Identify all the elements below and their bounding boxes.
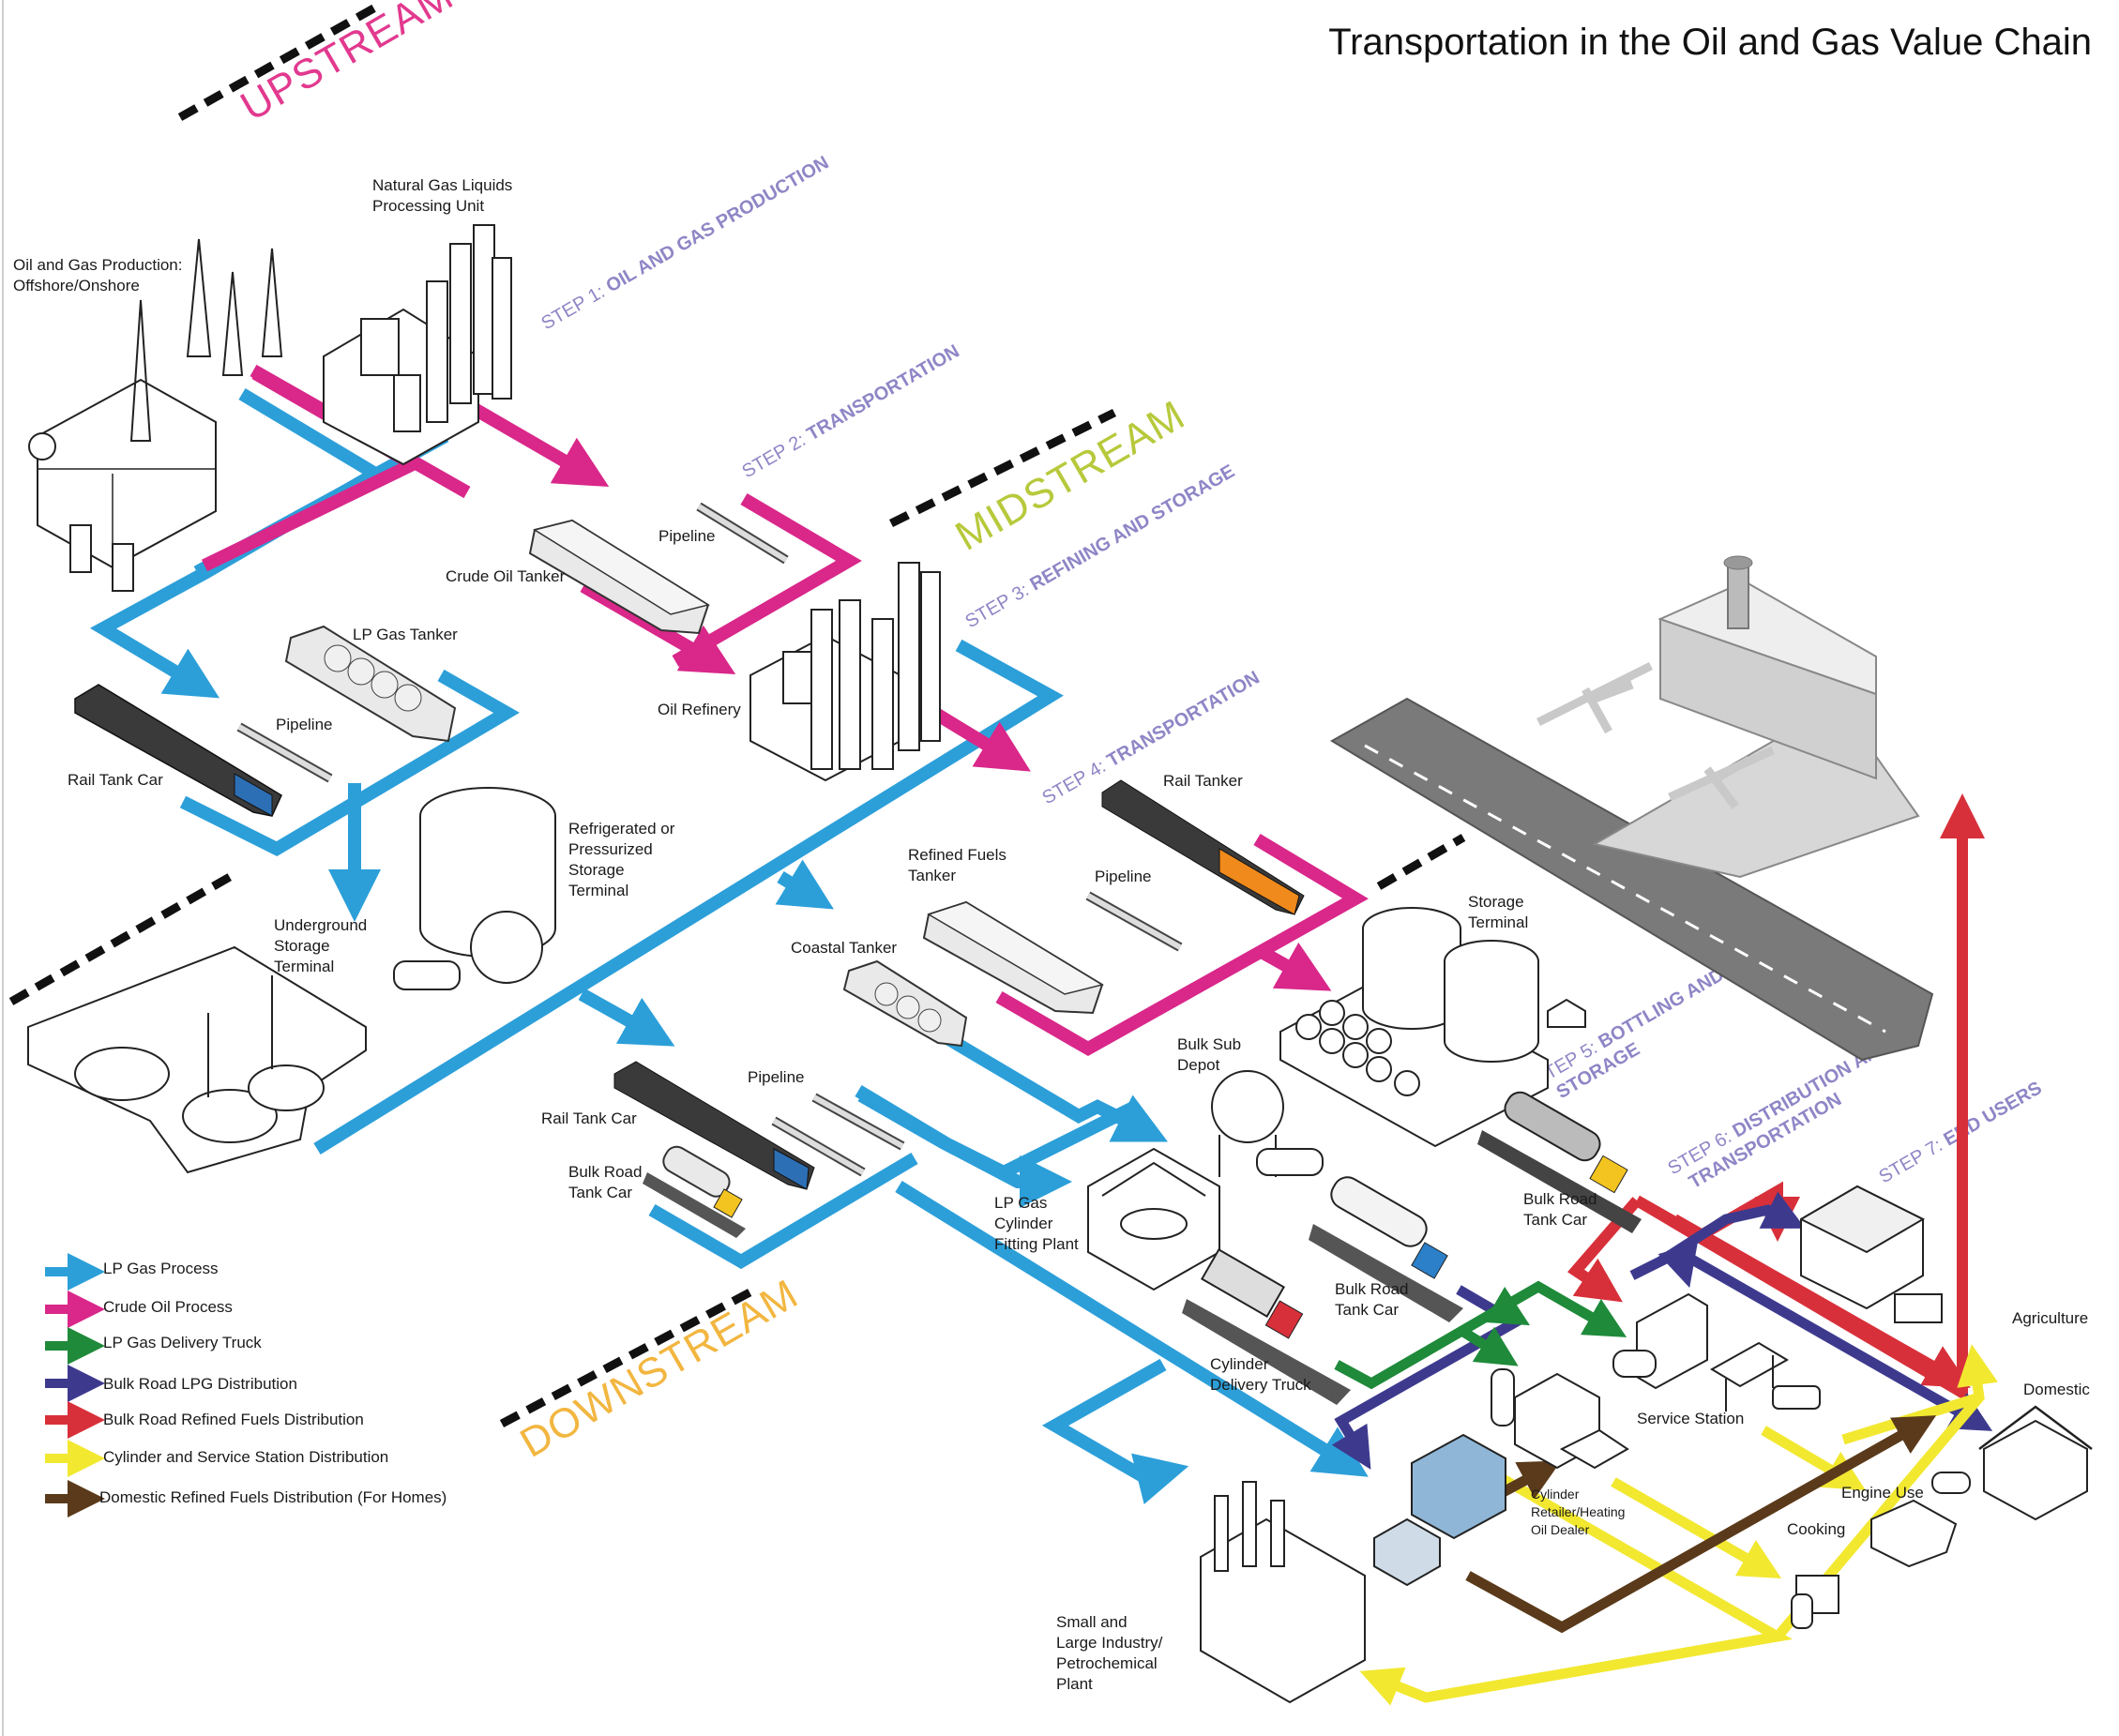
upstream-divider: [177, 4, 378, 121]
step-1-label: STEP 1: OIL AND GAS PRODUCTION: [538, 152, 833, 334]
svg-text:LP Gas Process: LP Gas Process: [103, 1260, 219, 1277]
label-cylinder-retailer: Cylinder Retailer/Heating Oil Dealer: [1531, 1487, 1628, 1537]
svg-text:Crude Oil Process: Crude Oil Process: [103, 1298, 233, 1316]
offshore-platform: [28, 238, 283, 592]
bulk-road-tank-car-2: [1477, 1091, 1642, 1233]
refined-fuels-tanker: [922, 900, 1104, 1015]
legend-item-lp-delivery: LP Gas Delivery Truck: [45, 1327, 262, 1365]
label-pipeline-1: Pipeline: [658, 527, 716, 545]
pipeline-icon-1: [696, 502, 789, 565]
label-rail-tank-car-2: Rail Tank Car: [541, 1110, 637, 1127]
bulk-road-tank-car-1: [643, 1145, 746, 1238]
label-coastal-tanker: Coastal Tanker: [791, 939, 897, 957]
industry-factory: [1200, 1481, 1366, 1704]
label-lp-gas-cylinder-plant: LP Gas Cylinder Fitting Plant: [994, 1194, 1079, 1253]
label-cylinder-delivery-truck: Cylinder Delivery Truck: [1210, 1355, 1311, 1394]
svg-text:LP Gas Delivery Truck: LP Gas Delivery Truck: [103, 1334, 262, 1351]
label-cooking: Cooking: [1787, 1520, 1845, 1538]
bulk-sub-depot: [1211, 1070, 1324, 1177]
legend: LP Gas Process Crude Oil Process LP Gas …: [45, 1253, 447, 1517]
underground-storage-terminal: [27, 945, 367, 1174]
label-bulk-sub-depot: Bulk Sub Depot: [1177, 1035, 1246, 1074]
upstream-midstream-divider: [8, 873, 233, 1005]
downstream-divider: [499, 1286, 758, 1427]
svg-text:Bulk Road LPG Distribution: Bulk Road LPG Distribution: [103, 1375, 297, 1393]
lp-gas-tanker: [284, 625, 457, 743]
label-bulk-road-tank-car-1: Bulk Road Tank Car: [568, 1163, 646, 1201]
oil-refinery: [749, 562, 941, 782]
label-crude-oil-tanker: Crude Oil Tanker: [446, 567, 566, 585]
crude-oil-flow-lines: [201, 364, 1518, 1109]
label-refrigerated-storage: Refrigerated or Pressurized Storage Term…: [568, 820, 679, 899]
service-station: [1612, 1292, 1821, 1411]
agriculture-barn: [1800, 1185, 1943, 1323]
domestic-house: [1931, 1405, 2093, 1521]
refrigerated-storage-terminal: [393, 787, 556, 990]
rail-tanker: [1101, 779, 1305, 915]
label-domestic: Domestic: [2023, 1381, 2090, 1398]
legend-item-bulk-lpg: Bulk Road LPG Distribution: [45, 1365, 297, 1402]
delivery-box-truck: [1411, 1433, 1506, 1540]
bulk-road-tank-car-3: [1309, 1176, 1463, 1322]
engine-use-car: [1870, 1499, 1958, 1568]
midstream-downstream-divider-right: [1376, 834, 1466, 890]
rail-tank-car-1: [74, 684, 282, 817]
delivery-pickup-truck: [1373, 1517, 1441, 1587]
storage-terminal: [1279, 907, 1586, 1148]
airplane-2: [1668, 746, 1775, 809]
label-pipeline-3: Pipeline: [1095, 868, 1152, 885]
label-agriculture: Agriculture: [2012, 1309, 2088, 1327]
cooking-stove: [1791, 1575, 1839, 1629]
step-5-label: STEP 5: BOTTLING AND STORAGE: [1531, 964, 1728, 1103]
label-engine-use: Engine Use: [1841, 1484, 1924, 1502]
cylinder-retailer: [1491, 1368, 1629, 1470]
label-underground-storage: Underground Storage Terminal: [274, 916, 371, 975]
label-ngl-processing: Natural Gas Liquids Processing Unit: [372, 176, 517, 215]
label-service-station: Service Station: [1637, 1410, 1744, 1427]
control-tower: [1727, 562, 1749, 629]
svg-text:STEP 1: OIL AND GAS PRODUCTION: STEP 1: OIL AND GAS PRODUCTION: [538, 152, 833, 334]
cylinder-delivery-truck: [1182, 1248, 1351, 1405]
lp-delivery-flow-lines: [1334, 1280, 1627, 1390]
label-pipeline-4: Pipeline: [748, 1068, 805, 1086]
label-storage-terminal: Storage Terminal: [1468, 893, 1528, 931]
rail-tank-car-2: [613, 1061, 815, 1190]
pipeline-icon-4: [771, 1093, 905, 1177]
step-2-label: STEP 2: TRANSPORTATION: [739, 341, 963, 483]
label-bulk-road-tank-car-3: Bulk Road Tank Car: [1335, 1280, 1413, 1319]
label-lp-gas-tanker: LP Gas Tanker: [353, 626, 458, 643]
legend-item-cylinder-station: Cylinder and Service Station Distributio…: [45, 1440, 388, 1477]
svg-text:Domestic Refined Fuels Distrib: Domestic Refined Fuels Distribution (For…: [99, 1488, 447, 1506]
airport: [1330, 555, 1934, 1062]
label-rail-tanker: Rail Tanker: [1163, 772, 1243, 790]
pipeline-icon-2: [236, 722, 333, 783]
label-production: Oil and Gas Production: Offshore/Onshore: [13, 256, 187, 294]
lp-gas-cylinder-fitting-plant: [1087, 1147, 1220, 1291]
label-pipeline-2: Pipeline: [276, 716, 333, 733]
midstream-divider: [889, 408, 1116, 528]
ngl-processing-unit: [323, 224, 512, 466]
legend-item-lp-gas: LP Gas Process: [45, 1253, 219, 1291]
label-bulk-road-tank-car-2: Bulk Road Tank Car: [1523, 1190, 1601, 1229]
legend-item-crude-oil: Crude Oil Process: [45, 1291, 233, 1328]
label-oil-refinery: Oil Refinery: [658, 701, 741, 718]
label-industry: Small and Large Industry/ Petrochemical …: [1056, 1613, 1167, 1693]
legend-item-domestic-refined: Domestic Refined Fuels Distribution (For…: [45, 1480, 447, 1517]
svg-text:Bulk Road Refined Fuels Distri: Bulk Road Refined Fuels Distribution: [103, 1411, 364, 1428]
svg-text:Cylinder and Service Station D: Cylinder and Service Station Distributio…: [103, 1448, 388, 1466]
diagram-title: Transportation in the Oil and Gas Value …: [1328, 22, 2092, 63]
downstream-label: DOWNSTREAM: [513, 1271, 807, 1467]
step-6-label: STEP 6: DISTRIBUTION AND TRANSPORTATION: [1665, 1034, 1895, 1193]
label-refined-fuels-tanker: Refined Fuels Tanker: [908, 846, 1011, 884]
svg-text:STEP 2: TRANSPORTATION: STEP 2: TRANSPORTATION: [739, 341, 963, 483]
legend-item-bulk-refined: Bulk Road Refined Fuels Distribution: [45, 1401, 364, 1439]
airplane-1: [1536, 661, 1654, 734]
pipeline-icon-3: [1085, 891, 1183, 952]
crude-oil-tanker: [528, 519, 710, 635]
label-rail-tank-car-1: Rail Tank Car: [68, 771, 163, 789]
coastal-tanker: [842, 959, 968, 1048]
